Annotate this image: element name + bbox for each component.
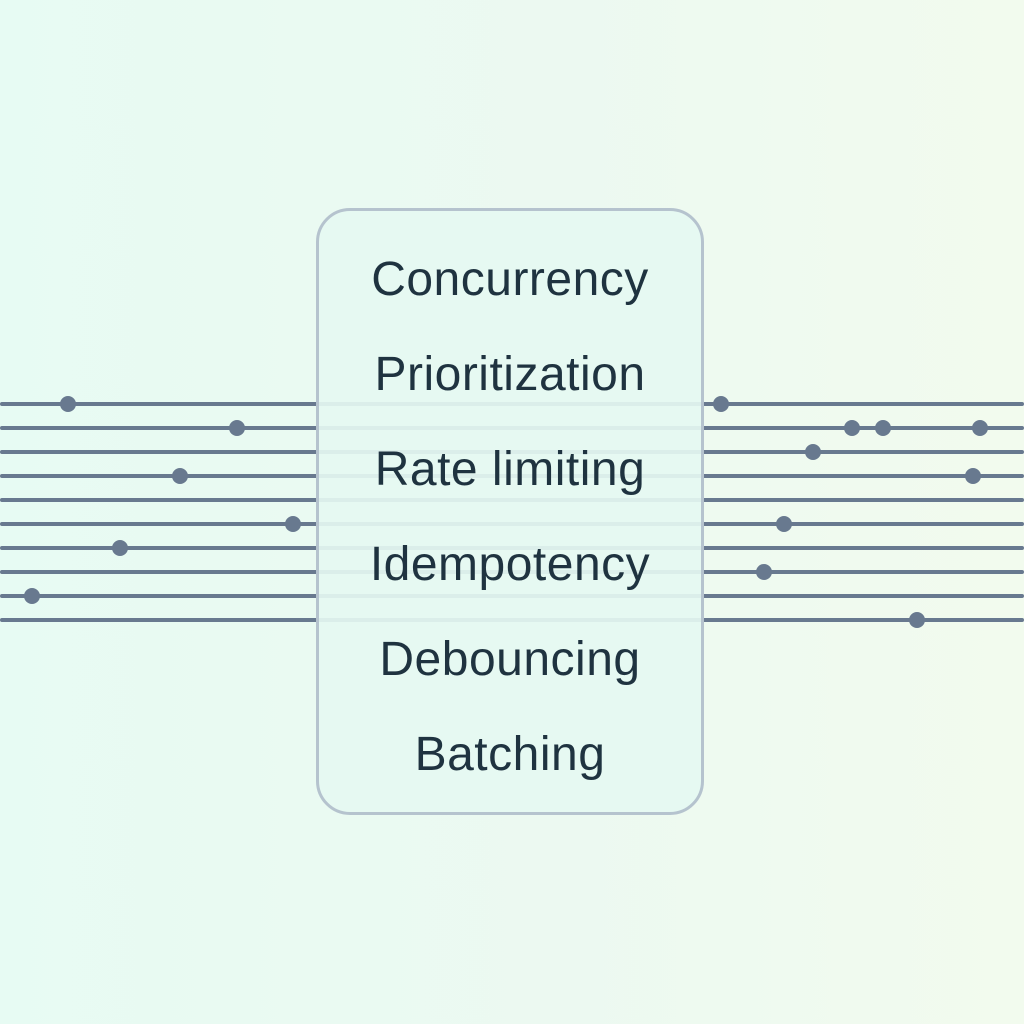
stream-dot (713, 396, 729, 412)
concept-label-prioritization: Prioritization (374, 348, 646, 401)
stream-dot (844, 420, 860, 436)
stream-dot (24, 588, 40, 604)
stream-dot (112, 540, 128, 556)
stream-dot (756, 564, 772, 580)
stream-dot (776, 516, 792, 532)
stream-dot (875, 420, 891, 436)
stream-dot (965, 468, 981, 484)
concept-label-batching: Batching (414, 728, 606, 781)
stream-dot (172, 468, 188, 484)
stream-dot (805, 444, 821, 460)
concept-label-rate-limiting: Rate limiting (374, 443, 646, 496)
stream-dot (229, 420, 245, 436)
stream-dot (972, 420, 988, 436)
concept-label-concurrency: Concurrency (371, 253, 649, 306)
stream-dot (285, 516, 301, 532)
stream-dot (60, 396, 76, 412)
stream-dot (909, 612, 925, 628)
concept-label-debouncing: Debouncing (379, 633, 641, 686)
concept-label-idempotency: Idempotency (369, 538, 651, 591)
